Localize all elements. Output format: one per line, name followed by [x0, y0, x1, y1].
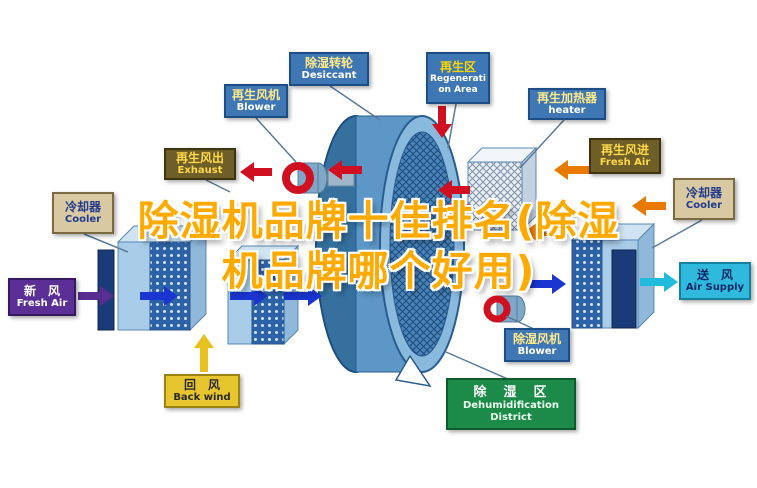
label-regen-air-in-zh: 再生风进: [600, 143, 649, 158]
fan-ring-icon: [282, 162, 314, 194]
label-dehumid-blower: 除湿风机 Blower: [504, 328, 570, 362]
callout-connectors: [83, 85, 703, 381]
label-cooler-left: 冷却器 Cooler: [52, 192, 114, 234]
left-unit-filter: [226, 244, 300, 346]
dehumid-blower-fan: [483, 295, 526, 323]
airflow-arrows: [78, 106, 678, 372]
label-back-wind-en: Back wind: [173, 392, 231, 404]
regen-air-arrow-icon: [438, 180, 470, 200]
label-air-supply: 送 风 Air Supply: [679, 262, 751, 300]
regen-intake-arrow-icon: [524, 222, 556, 242]
label-regen-blower: 再生风机 Blower: [224, 84, 288, 118]
connector-line: [505, 315, 537, 331]
process-air-arrow-icon: [284, 286, 322, 306]
page-title: 除湿机品牌十佳排名(除湿 机品牌哪个好用): [0, 196, 757, 296]
label-dehumid-district: 除 湿 区 Dehumidification District: [446, 378, 576, 430]
label-back-wind-zh: 回 风: [183, 378, 220, 393]
label-regen-air-in-en: Fresh Air: [599, 157, 651, 169]
label-regen-air-out: 再生风出 Exhaust: [164, 148, 236, 180]
label-air-supply-en: Air Supply: [685, 282, 745, 294]
label-desiccant-zh: 除湿转轮: [304, 56, 353, 71]
regen-air-arrow-icon: [328, 160, 362, 180]
connector-line: [447, 103, 457, 149]
label-regen-heater: 再生加热器 heater: [528, 88, 606, 120]
connector-line: [83, 233, 129, 253]
label-regen-heater-zh: 再生加热器: [536, 91, 597, 106]
fresh-air-arrow-icon: [78, 286, 114, 306]
right-unit-supply: [570, 222, 656, 330]
label-desiccant: 除湿转轮 Desiccant: [289, 52, 369, 86]
process-air-arrow-icon: [230, 286, 268, 306]
label-fresh-air: 新 风 Fresh Air: [8, 278, 76, 316]
label-regen-blower-en: Blower: [236, 102, 276, 114]
label-regen-area: 再生区 Regeneration Area: [426, 52, 490, 104]
label-cooler-left-zh: 冷却器: [64, 200, 101, 215]
return-air-arrow-icon: [194, 334, 214, 372]
page-title-line2: 机品牌哪个好用): [221, 247, 536, 296]
label-cooler-left-en: Cooler: [64, 214, 102, 226]
rotor-sector-wedge: [394, 354, 432, 388]
label-regen-air-out-en: Exhaust: [177, 165, 223, 177]
left-unit-cooler: [116, 224, 208, 332]
label-cooler-right: 冷却器 Cooler: [673, 178, 735, 220]
label-regen-air-out-zh: 再生风出: [175, 151, 224, 166]
connector-line: [329, 85, 381, 121]
label-dehumid-district-en2: District: [490, 411, 532, 423]
intake-filter-slab: [97, 249, 115, 331]
process-air-arrow-icon: [530, 274, 566, 294]
label-cooler-right-en: Cooler: [685, 200, 723, 212]
label-fresh-air-zh: 新 风: [23, 284, 60, 299]
label-regen-air-in: 再生风进 Fresh Air: [589, 138, 661, 174]
label-air-supply-zh: 送 风: [696, 268, 733, 283]
regen-air-arrow-icon: [444, 198, 470, 218]
supply-air-arrow-icon: [640, 272, 678, 292]
page-title-line1: 除湿机品牌十佳排名(除湿: [137, 197, 620, 245]
label-regen-area-en: Regeneration Area: [430, 74, 486, 96]
label-regen-heater-en: heater: [548, 105, 586, 117]
connector-line: [519, 119, 565, 169]
label-regen-area-zh: 再生区: [439, 60, 476, 75]
label-dehumid-district-en1: Dehumidification: [462, 399, 560, 411]
regen-intake-arrow-icon: [632, 196, 666, 216]
label-fresh-air-en: Fresh Air: [16, 298, 68, 310]
connector-line: [255, 117, 297, 163]
label-dehumid-blower-en: Blower: [517, 346, 557, 358]
label-desiccant-en: Desiccant: [301, 70, 357, 82]
regen-air-arrow-icon: [432, 106, 452, 138]
connector-line: [445, 351, 511, 381]
label-dehumid-blower-zh: 除湿风机: [512, 332, 561, 347]
label-regen-blower-zh: 再生风机: [231, 88, 280, 103]
regen-heater-box: [466, 146, 538, 232]
label-cooler-right-zh: 冷却器: [685, 186, 722, 201]
label-back-wind: 回 风 Back wind: [164, 374, 240, 408]
regen-intake-arrow-icon: [554, 160, 590, 180]
label-dehumid-district-zh: 除 湿 区: [473, 384, 549, 400]
connector-line: [205, 179, 231, 193]
process-air-arrow-icon: [140, 286, 178, 306]
regen-air-arrow-icon: [240, 162, 272, 182]
fan-ring-icon: [483, 295, 511, 323]
connector-line: [651, 219, 703, 249]
